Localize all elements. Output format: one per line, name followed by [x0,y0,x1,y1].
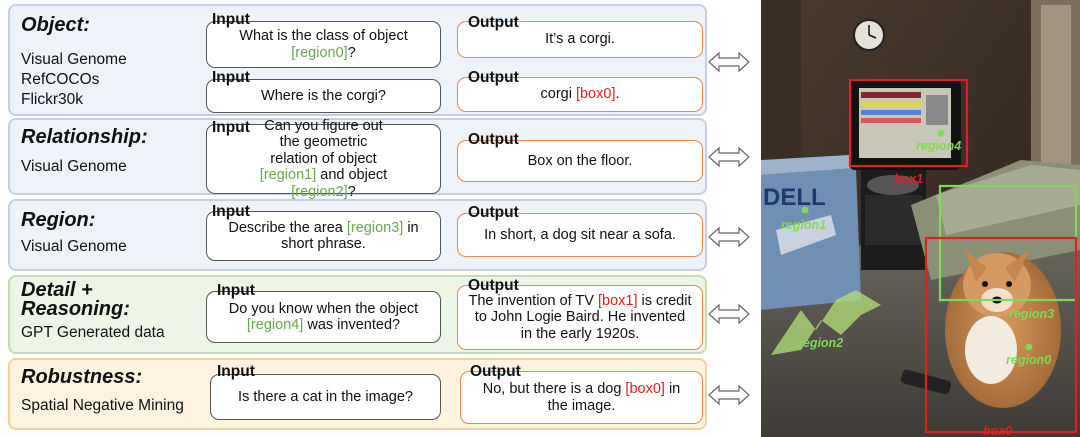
output-box: The invention of TV [box1] is credit to … [457,285,703,350]
label-region1: region1 [781,218,826,232]
category-title: Region: [21,209,96,231]
box-token: [box1] [598,292,638,309]
region-token: [region1] [259,167,317,184]
data-source: RefCOCOs [21,71,100,88]
row-robustness: Robustness: Spatial Negative Mining Is t… [8,358,707,430]
box-token: [box0] [625,381,665,397]
label-region2: region2 [798,336,843,350]
output-box: No, but there is a dog [box0] in the ima… [460,371,703,424]
output-box: corgi [box0]. [457,77,703,112]
category-title: Relationship: [21,126,148,148]
region-token: [region4] [246,317,304,333]
output-box: In short, a dog sit near a sofa. [457,213,703,257]
data-source: Flickr30k [21,91,84,108]
region-token: [region3] [346,219,404,236]
row-detail-reasoning: Detail + Reasoning: GPT Generated data D… [8,275,707,354]
input-label: Input [217,282,255,299]
region-token: [region2] [291,183,348,200]
example-photo: DELL region4 box1 region1 region3 region… [761,0,1080,437]
input-label: Input [212,11,250,28]
data-source: Visual Genome [21,51,127,68]
double-arrow-icon [708,146,750,168]
output-label: Output [468,69,519,86]
data-source: Visual Genome [21,238,127,255]
input-label: Input [217,363,255,380]
input-label: Input [212,69,250,86]
region-token: [region0] [291,44,348,61]
label-region0: region0 [1006,353,1051,367]
label-box1: box1 [894,172,923,186]
output-label: Output [468,277,519,294]
input-box: Do you know when the object [region4] wa… [206,291,441,343]
category-title: Robustness: [21,366,143,388]
double-arrow-icon [708,51,750,73]
output-label: Output [468,14,519,31]
output-label: Output [470,363,521,380]
bbox-box1 [848,78,969,168]
double-arrow-icon [708,303,750,325]
svg-text:DELL: DELL [763,184,826,211]
row-object: Object: Visual Genome RefCOCOs Flickr30k… [8,4,707,116]
output-box: It’s a corgi. [457,21,703,58]
input-box: Describe the area [region3] in short phr… [206,211,441,261]
label-region3: region3 [1009,307,1054,321]
label-region4: region4 [916,139,961,153]
output-label: Output [468,204,519,221]
box-token: [box0] [575,86,616,103]
input-box: Is there a cat in the image? [210,374,441,420]
row-relationship: Relationship: Visual Genome Can you figu… [8,118,707,200]
row-region: Region: Visual Genome Describe the area … [8,199,707,271]
input-label: Input [212,119,250,136]
label-box0: box0 [983,424,1012,437]
input-label: Input [212,203,250,220]
category-title: Detail + Reasoning: [21,279,130,320]
output-label: Output [468,131,519,148]
input-box: Can you figure out the geometric relatio… [206,118,441,200]
double-arrow-icon [708,384,750,406]
photo-scene: DELL region4 box1 region1 region3 region… [761,0,1080,437]
input-box: What is the class of object [region0]? [206,21,441,68]
double-arrow-icon [708,226,750,248]
data-source: GPT Generated data [21,324,165,341]
output-box: Box on the floor. [457,140,703,182]
input-box: Where is the corgi? [206,79,441,113]
category-title: Object: [21,14,90,36]
data-source: Spatial Negative Mining [21,397,184,414]
bbox-box0 [924,236,1078,434]
data-source: Visual Genome [21,158,127,175]
